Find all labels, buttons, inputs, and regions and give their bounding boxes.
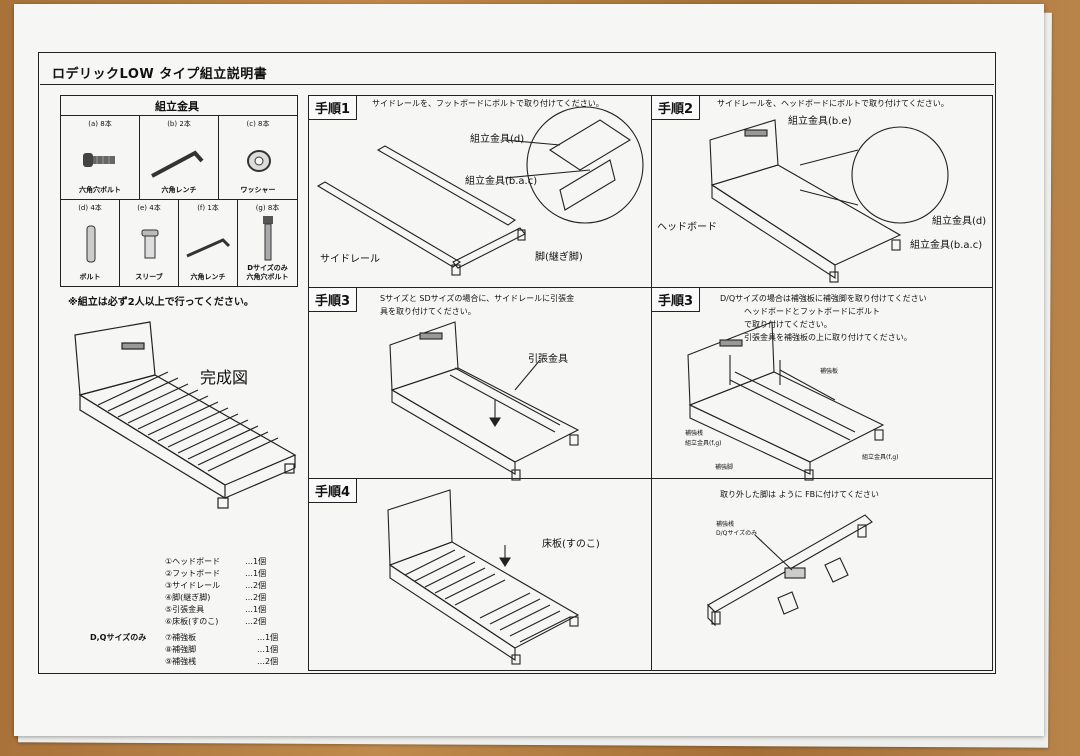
callout-fitting-d: 組立金具(d): [470, 134, 525, 145]
leg-relocation-panel: [651, 478, 993, 671]
callout-leg: 脚(継ぎ脚): [535, 252, 583, 263]
hardware-title: 組立金具: [155, 100, 199, 113]
step-3-dq-label: 手順3: [652, 288, 701, 312]
parts-list-item: ⑤引張金具…1個: [165, 605, 267, 614]
callout-fitting-fg: 組立金具(f,g): [685, 440, 722, 447]
callout-fitting-be: 組立金具(b.e): [788, 116, 852, 127]
step-2-text: サイドレールを、ヘッドボードにボルトで取り付けてください。: [717, 99, 949, 108]
sleeve-icon: [141, 229, 159, 259]
dowel-icon: [86, 225, 96, 263]
step-3-label: 手順3: [309, 288, 358, 312]
hardware-cell-g: (g) 8本 Dサイズのみ 六角穴ボルト: [237, 199, 298, 287]
callout-reinforcement-bar: 補強桟: [685, 430, 704, 437]
dq-parts-item: ⑦補強板…1個: [165, 633, 279, 642]
parts-list-item: ③サイドレール…2個: [165, 581, 267, 590]
washer-icon: [247, 150, 271, 172]
title-divider: [40, 84, 994, 85]
callout-fitting-d-2: 組立金具(d): [932, 216, 987, 227]
callout-side-rail: サイドレール: [320, 254, 380, 265]
hex-wrench-icon: [151, 150, 204, 178]
completed-label: 完成図: [200, 368, 249, 387]
callout-dq-bar: 補強桟 D/Qサイズのみ: [716, 521, 758, 537]
document-frame: [38, 52, 996, 674]
parts-list-item: ④脚(継ぎ脚)…2個: [165, 593, 267, 602]
parts-list-item: ⑥床板(すのこ)…2個: [165, 617, 267, 626]
hex-bolt-icon: [83, 153, 115, 167]
step-3-dq-text: D/Qサイズの場合は補強板に補強脚を取り付けてください ヘッドボードとフットボー…: [720, 294, 927, 342]
step-4-panel: [308, 478, 652, 671]
hex-wrench-icon: [186, 238, 231, 258]
callout-reinforcement-leg: 補強脚: [715, 464, 734, 471]
hardware-cell-d: (d) 4本 ボルト: [60, 199, 120, 287]
parts-list-item: ①ヘッドボード…1個: [165, 557, 267, 566]
step-2-label: 手順2: [652, 96, 701, 120]
assembly-warning: ※組立は必ず2人以上で行ってください。: [68, 297, 254, 308]
hardware-cell-c: (c) 8本 ワッシャー: [218, 115, 298, 200]
step-4-label: 手順4: [309, 479, 358, 503]
hardware-cell-a: (a) 8本 六角穴ボルト: [60, 115, 140, 200]
callout-slats: 床板(すのこ): [542, 539, 600, 550]
step-1-label: 手順1: [309, 96, 358, 120]
step-3-text: Sサイズと SDサイズの場合に、サイドレールに引張金 具を取り付けてください。: [380, 294, 575, 316]
callout-reinforcement-plate: 補強板: [820, 368, 839, 375]
step-1-text: サイドレールを、フットボードにボルトで取り付けてください。: [372, 99, 604, 108]
parts-list-item: ②フットボード…1個: [165, 569, 267, 578]
callout-fitting-bac-2: 組立金具(b.a.c): [910, 240, 983, 251]
leg-relocation-text: 取り外した脚は ように FBに付けてください: [720, 490, 879, 499]
callout-headboard: ヘッドボード: [657, 222, 717, 233]
callout-fitting-bac: 組立金具(b.a.c): [465, 176, 538, 187]
callout-tension-bracket: 引張金具: [528, 354, 568, 365]
callout-fitting-fg-2: 組立金具(f,g): [862, 454, 899, 461]
dq-parts-item: ⑨補強桟…2個: [165, 657, 279, 666]
hardware-cell-f: (f) 1本 六角レンチ: [178, 199, 238, 287]
dq-size-label: D,Qサイズのみ: [90, 633, 147, 642]
document-title: ロデリックLOW タイプ組立説明書: [52, 67, 268, 82]
dq-parts-item: ⑧補強脚…1個: [165, 645, 279, 654]
long-bolt-icon: [263, 216, 273, 261]
hardware-cell-e: (e) 4本 スリーブ: [119, 199, 179, 287]
hardware-cell-b: (b) 2本 六角レンチ: [139, 115, 219, 200]
